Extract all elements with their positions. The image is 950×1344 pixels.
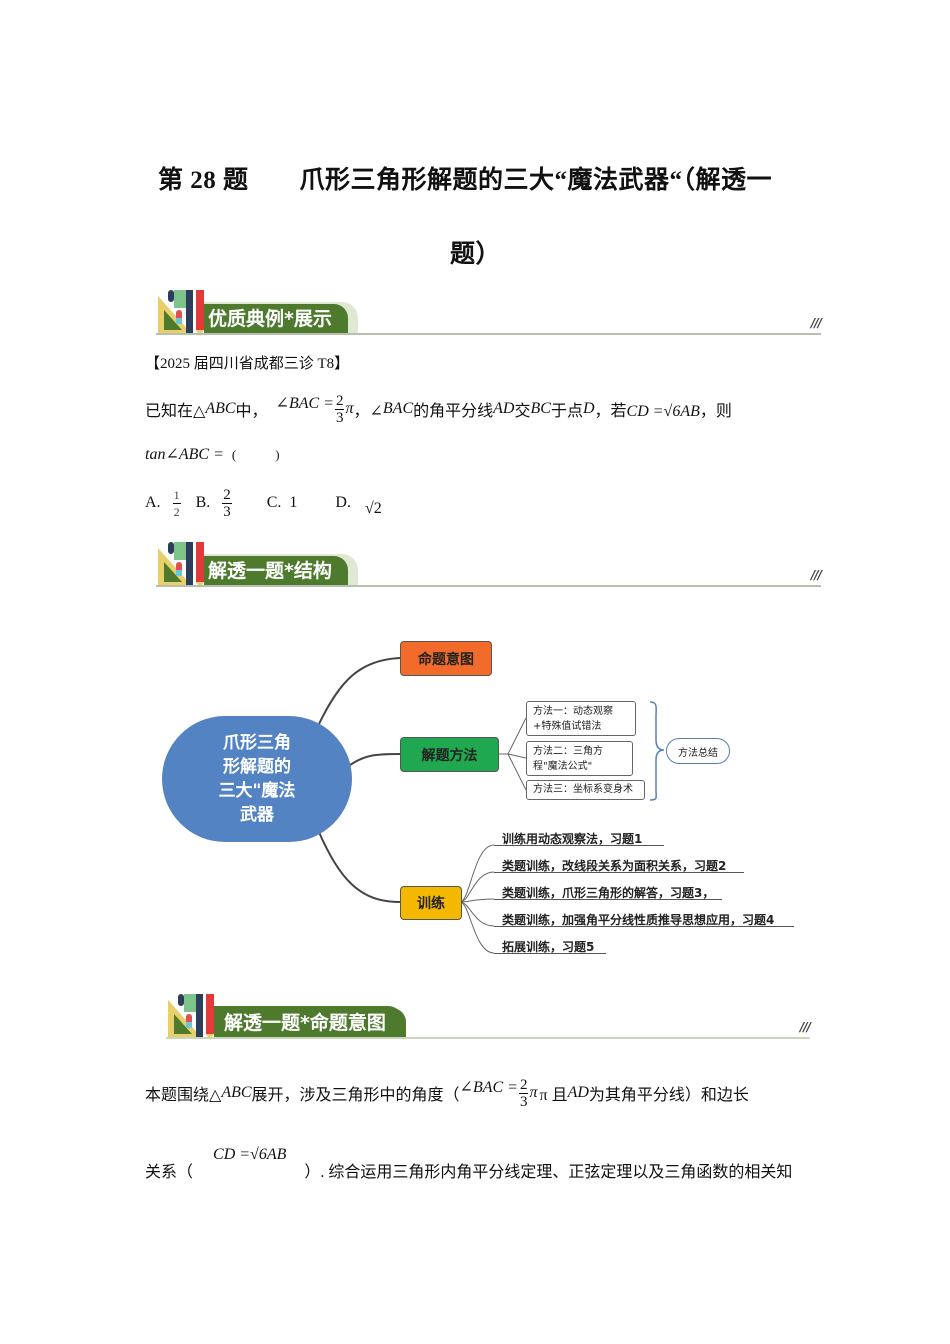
training-item-1[interactable]: 训练用动态观察法，习题1	[502, 832, 643, 846]
stationery-icon	[158, 290, 204, 336]
method-summary-node[interactable]: 方法总结	[666, 738, 730, 764]
training-item-4[interactable]: 类题训练，加强角平分线性质推导思想应用，习题4	[502, 913, 775, 927]
training-item-3[interactable]: 类题训练，爪形三角形的解答，习题3，	[502, 886, 715, 900]
intent-paragraph-line2: 关系（ CD =√6AB ）. 综合运用三角形内角平分线定理、正弦定理以及三角函…	[145, 1146, 793, 1181]
page-title-line1: 第 28 题 爪形三角形解题的三大“魔法武器“（解透一	[158, 167, 773, 194]
banner-label: 解透一题*结构	[204, 556, 348, 586]
mindmap-node-training[interactable]: 训练	[400, 886, 462, 920]
page-title-line2: 题）	[450, 241, 502, 268]
banner-slashes: ///	[810, 316, 822, 330]
mindmap-node-intent[interactable]: 命题意图	[400, 641, 492, 676]
method-item-2[interactable]: 方法二：三角方程"魔法公式"	[526, 741, 633, 776]
banner-label: 优质典例*展示	[204, 304, 348, 334]
section-banner-intent: 解透一题*命题意图 ///	[166, 992, 811, 1040]
method-item-3[interactable]: 方法三：坐标系变身术	[526, 780, 645, 800]
stationery-icon	[158, 542, 204, 588]
problem-question: tan∠ABC = ( )	[145, 446, 280, 463]
method-item-1[interactable]: 方法一：动态观察+特殊值试错法	[526, 701, 636, 736]
banner-slashes: ///	[810, 568, 822, 582]
banner-slashes: ///	[799, 1020, 811, 1034]
mindmap-central-node[interactable]: 爪形三角 形解题的 三大"魔法 武器	[162, 716, 352, 842]
training-item-2[interactable]: 类题训练，改线段关系为面积关系，习题2	[502, 859, 727, 873]
option-d[interactable]: D.√2	[335, 494, 382, 517]
training-item-5[interactable]: 拓展训练，习题5	[502, 940, 595, 954]
problem-source: 【2025 届四川省成都三诊 T8】	[145, 356, 350, 372]
section-banner-structure: 解透一题*结构 ///	[156, 540, 822, 588]
section-banner-examples: 优质典例*展示 ///	[156, 288, 822, 336]
mindmap-node-methods[interactable]: 解题方法	[400, 737, 499, 772]
option-c[interactable]: C.1	[266, 494, 298, 511]
stationery-icon	[168, 994, 214, 1040]
banner-label: 解透一题*命题意图	[214, 1008, 406, 1038]
